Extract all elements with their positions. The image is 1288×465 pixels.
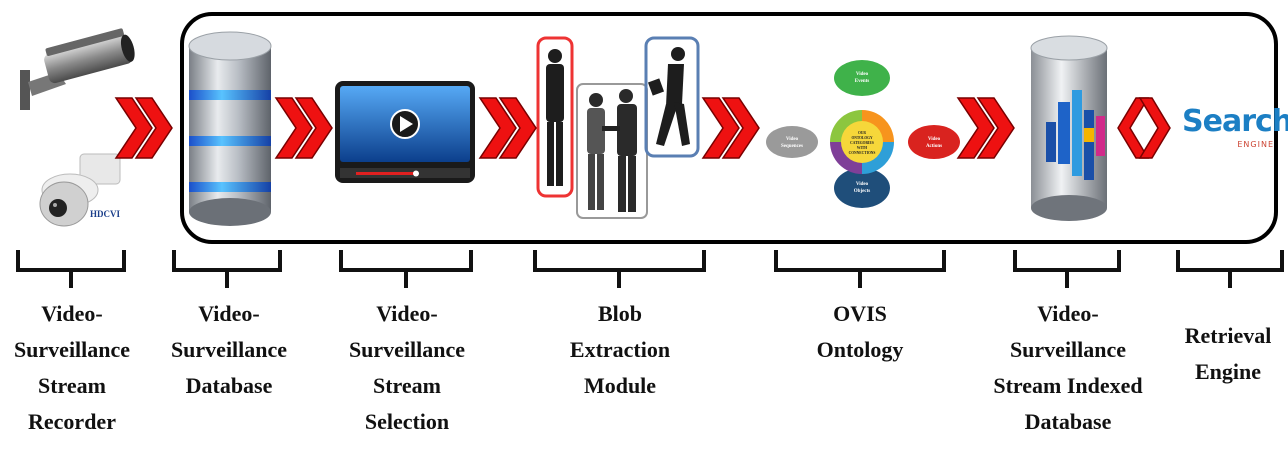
bracket-stage-1: [16, 250, 126, 288]
flow-arrows: [114, 97, 1171, 159]
search-logo-sub: ENGINE: [1237, 140, 1274, 149]
blob-figures-icon: [536, 36, 700, 219]
dome-camera-icon: HDCVI: [39, 153, 121, 227]
svg-text:Events: Events: [855, 79, 870, 84]
bidirectional-chevron-icon: [1117, 97, 1171, 159]
bracket-stage-3: [339, 250, 473, 288]
camera-badge: HDCVI: [90, 209, 120, 219]
svg-text:ONTOLOGY: ONTOLOGY: [851, 136, 873, 140]
chevron-arrow-icon: [956, 97, 1015, 159]
svg-text:CATEGORIES: CATEGORIES: [850, 141, 874, 145]
bracket-stage-6: [1013, 250, 1121, 288]
database-icon: [188, 31, 272, 226]
svg-text:Objects: Objects: [854, 189, 870, 194]
bracket-stage-4: [533, 250, 706, 288]
video-player-icon: [335, 81, 475, 183]
chevron-arrow-icon: [274, 97, 333, 159]
svg-text:Video: Video: [856, 72, 869, 77]
indexed-database-icon: [1030, 35, 1108, 221]
svg-text:Actions: Actions: [926, 144, 942, 149]
chevron-arrow-icon: [114, 97, 173, 159]
chevron-arrow-icon: [701, 97, 760, 159]
pipeline-frame: [180, 12, 1278, 244]
stage-brackets: [16, 250, 1284, 288]
svg-text:WITH: WITH: [857, 146, 867, 150]
svg-text:Video: Video: [928, 137, 941, 142]
svg-text:Video: Video: [856, 182, 869, 187]
search-engine-logo: Search ENGINE: [1182, 104, 1288, 160]
ontology-diagram: Video Events Video Sequences Video Actio…: [766, 60, 960, 208]
bullet-camera-icon: [20, 28, 135, 110]
svg-text:OUR: OUR: [858, 131, 866, 135]
search-logo-word: Search: [1182, 104, 1288, 139]
bracket-stage-7: [1176, 250, 1284, 288]
svg-text:Video: Video: [786, 137, 799, 142]
bracket-stage-5: [774, 250, 946, 288]
svg-text:CONNECTIONS: CONNECTIONS: [849, 151, 876, 155]
chevron-arrow-icon: [478, 97, 537, 159]
svg-text:Sequences: Sequences: [781, 144, 803, 149]
bracket-stage-2: [172, 250, 282, 288]
